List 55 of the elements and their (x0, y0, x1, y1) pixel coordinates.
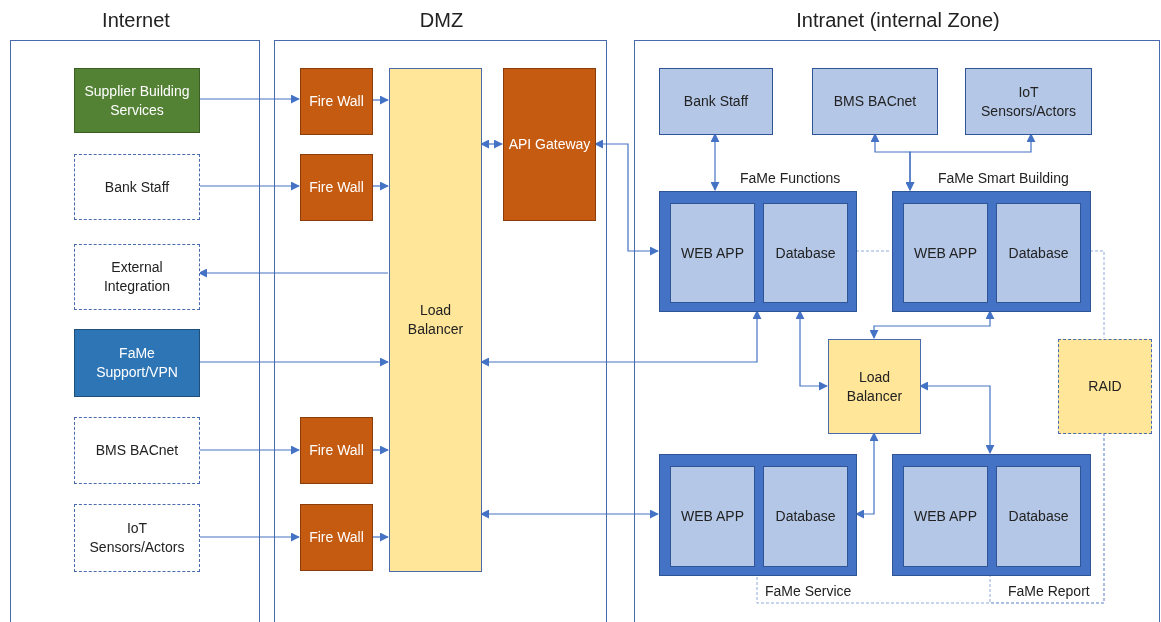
firewall-box: Fire Wall (300, 154, 373, 221)
gateway-box: API Gateway (503, 68, 596, 221)
arrow (198, 268, 389, 278)
service-box: BMS BACnet (812, 68, 938, 135)
arrow (198, 94, 300, 104)
arrow (869, 310, 995, 339)
arrow (371, 532, 389, 542)
component-box: Database (996, 466, 1081, 567)
external-system-box: BMS BACnet (74, 417, 200, 484)
external-system-box: IoT Sensors/Actors (74, 504, 200, 572)
zone-heading: Intranet (internal Zone) (795, 9, 1001, 32)
connector-line (1089, 250, 1105, 339)
external-system-box: Bank Staff (74, 154, 200, 220)
firewall-box: Fire Wall (300, 417, 373, 484)
zone-heading: Internet (101, 9, 171, 32)
service-box: IoT Sensors/Actors (965, 68, 1092, 135)
firewall-box: Fire Wall (300, 504, 373, 571)
service-box: Bank Staff (659, 68, 773, 135)
arrow (198, 181, 300, 191)
zone-heading: DMZ (418, 9, 465, 32)
group-label: FaMe Functions (740, 170, 841, 186)
group-label: FaMe Smart Building (938, 170, 1069, 186)
system-box: FaMe Support/VPN (74, 329, 200, 397)
connector-line (855, 250, 892, 252)
arrow (480, 310, 762, 367)
arrow (371, 95, 389, 105)
arrow (710, 133, 720, 191)
arrow (480, 509, 659, 519)
component-box: Database (763, 203, 848, 303)
load-balancer-box: Load Balancer (828, 339, 921, 434)
arrow (594, 139, 659, 256)
arrow (198, 357, 389, 367)
component-box: Database (996, 203, 1081, 303)
arrow (371, 181, 389, 191)
connector-line (989, 432, 1105, 604)
arrow (198, 445, 300, 455)
component-box: WEB APP (903, 466, 988, 567)
arrow (371, 445, 389, 455)
arrow (480, 139, 503, 149)
arrow (905, 133, 1036, 191)
arrow (919, 381, 995, 454)
load-balancer-box: Load Balancer (389, 68, 482, 572)
external-system-box: External Integration (74, 244, 200, 310)
component-box: WEB APP (670, 203, 755, 303)
storage-box: RAID (1058, 339, 1152, 434)
component-box: WEB APP (670, 466, 755, 567)
arrow (198, 532, 300, 542)
group-label: FaMe Service (765, 583, 852, 599)
component-box: Database (763, 466, 848, 567)
group-label: FaMe Report (1008, 583, 1090, 599)
firewall-box: Fire Wall (300, 68, 373, 135)
system-box: Supplier Building Services (74, 68, 200, 133)
arrow (795, 310, 828, 391)
component-box: WEB APP (903, 203, 988, 303)
arrow (855, 432, 879, 519)
